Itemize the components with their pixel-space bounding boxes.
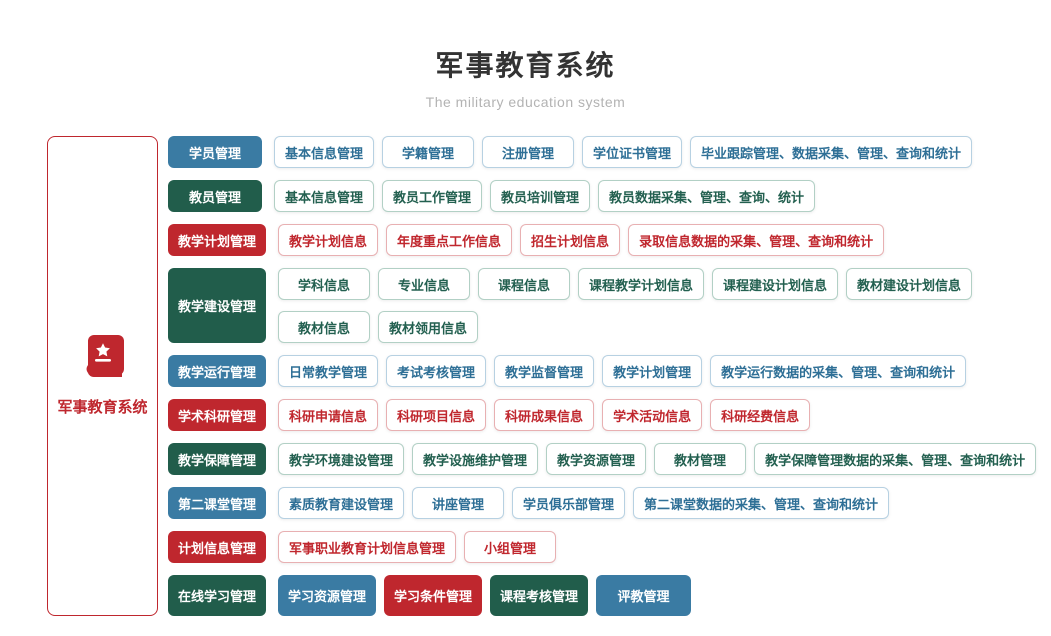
item-button[interactable]: 基本信息管理 — [274, 136, 375, 168]
item-button[interactable]: 第二课堂数据的采集、管理、查询和统计 — [633, 487, 890, 519]
item-button[interactable]: 教学计划管理 — [602, 355, 703, 387]
item-button[interactable]: 学习资源管理 — [278, 575, 377, 616]
item-button[interactable]: 学位证书管理 — [582, 136, 683, 168]
item-line: 军事职业教育计划信息管理小组管理 — [278, 531, 557, 563]
row-items: 素质教育建设管理讲座管理学员俱乐部管理第二课堂数据的采集、管理、查询和统计 — [278, 487, 890, 519]
item-button[interactable]: 教材管理 — [654, 443, 747, 475]
item-button[interactable]: 课程考核管理 — [490, 575, 589, 616]
item-button[interactable]: 教学资源管理 — [546, 443, 647, 475]
root-node-label: 军事教育系统 — [57, 399, 148, 416]
item-button[interactable]: 科研成果信息 — [494, 399, 595, 431]
item-line: 学习资源管理学习条件管理课程考核管理评教管理 — [278, 575, 692, 616]
item-line: 日常教学管理考试考核管理教学监督管理教学计划管理教学运行数据的采集、管理、查询和… — [278, 355, 967, 387]
category-button[interactable]: 学员管理 — [168, 136, 262, 168]
category-button[interactable]: 在线学习管理 — [168, 575, 267, 616]
item-button[interactable]: 录取信息数据的采集、管理、查询和统计 — [628, 224, 885, 256]
item-button[interactable]: 专业信息 — [378, 268, 471, 300]
row-items: 日常教学管理考试考核管理教学监督管理教学计划管理教学运行数据的采集、管理、查询和… — [278, 355, 967, 387]
item-line: 教学计划信息年度重点工作信息招生计划信息录取信息数据的采集、管理、查询和统计 — [278, 224, 885, 256]
item-button[interactable]: 教学计划信息 — [278, 224, 379, 256]
item-button[interactable]: 课程建设计划信息 — [712, 268, 839, 300]
system-row: 教学计划管理教学计划信息年度重点工作信息招生计划信息录取信息数据的采集、管理、查… — [168, 224, 1036, 256]
page-subtitle: The military education system — [425, 94, 626, 110]
category-button[interactable]: 教学计划管理 — [168, 224, 267, 256]
item-button[interactable]: 基本信息管理 — [274, 180, 375, 212]
system-row: 第二课堂管理素质教育建设管理讲座管理学员俱乐部管理第二课堂数据的采集、管理、查询… — [168, 487, 1036, 519]
item-button[interactable]: 毕业跟踪管理、数据采集、管理、查询和统计 — [690, 136, 973, 168]
item-button[interactable]: 教材信息 — [278, 311, 371, 343]
system-row: 在线学习管理学习资源管理学习条件管理课程考核管理评教管理 — [168, 575, 1036, 616]
item-button[interactable]: 课程教学计划信息 — [578, 268, 705, 300]
item-button[interactable]: 招生计划信息 — [520, 224, 621, 256]
row-items: 学习资源管理学习条件管理课程考核管理评教管理 — [278, 575, 692, 616]
item-button[interactable]: 评教管理 — [596, 575, 692, 616]
category-button[interactable]: 计划信息管理 — [168, 531, 267, 563]
item-button[interactable]: 教员数据采集、管理、查询、统计 — [598, 180, 816, 212]
page-title: 军事教育系统 — [435, 50, 616, 81]
system-row: 学员管理基本信息管理学籍管理注册管理学位证书管理毕业跟踪管理、数据采集、管理、查… — [168, 136, 1036, 168]
system-row: 学术科研管理科研申请信息科研项目信息科研成果信息学术活动信息科研经费信息 — [168, 399, 1036, 431]
item-button[interactable]: 军事职业教育计划信息管理 — [278, 531, 457, 563]
item-button[interactable]: 教学运行数据的采集、管理、查询和统计 — [710, 355, 967, 387]
category-button[interactable]: 教学运行管理 — [168, 355, 267, 387]
item-button[interactable]: 教学设施维护管理 — [412, 443, 539, 475]
row-items: 学科信息专业信息课程信息课程教学计划信息课程建设计划信息教材建设计划信息教材信息… — [278, 268, 973, 343]
book-star-icon — [80, 335, 126, 386]
row-items: 基本信息管理学籍管理注册管理学位证书管理毕业跟踪管理、数据采集、管理、查询和统计 — [274, 136, 973, 168]
item-button[interactable]: 日常教学管理 — [278, 355, 379, 387]
item-button[interactable]: 教学环境建设管理 — [278, 443, 405, 475]
root-node: 军事教育系统 — [47, 136, 158, 616]
item-button[interactable]: 教学监督管理 — [494, 355, 595, 387]
category-button[interactable]: 教员管理 — [168, 180, 262, 212]
system-row: 教学保障管理教学环境建设管理教学设施维护管理教学资源管理教材管理教学保障管理数据… — [168, 443, 1037, 475]
item-line: 教学环境建设管理教学设施维护管理教学资源管理教材管理教学保障管理数据的采集、管理… — [278, 443, 1037, 475]
item-button[interactable]: 讲座管理 — [412, 487, 505, 519]
system-diagram: 军事教育系统 学员管理基本信息管理学籍管理注册管理学位证书管理毕业跟踪管理、数据… — [47, 136, 1051, 616]
item-button[interactable]: 科研项目信息 — [386, 399, 487, 431]
item-line: 基本信息管理教员工作管理教员培训管理教员数据采集、管理、查询、统计 — [274, 180, 816, 212]
page-header: 军事教育系统 The military education system — [0, 0, 1051, 110]
item-button[interactable]: 注册管理 — [482, 136, 575, 168]
item-button[interactable]: 教员工作管理 — [382, 180, 483, 212]
item-line: 教材信息教材领用信息 — [278, 311, 972, 343]
row-items: 教学计划信息年度重点工作信息招生计划信息录取信息数据的采集、管理、查询和统计 — [278, 224, 885, 256]
row-items: 基本信息管理教员工作管理教员培训管理教员数据采集、管理、查询、统计 — [274, 180, 816, 212]
item-button[interactable]: 教材领用信息 — [378, 311, 479, 343]
category-button[interactable]: 第二课堂管理 — [168, 487, 267, 519]
item-button[interactable]: 科研申请信息 — [278, 399, 379, 431]
system-row: 教学建设管理学科信息专业信息课程信息课程教学计划信息课程建设计划信息教材建设计划… — [168, 268, 1036, 343]
item-button[interactable]: 学术活动信息 — [602, 399, 703, 431]
row-items: 教学环境建设管理教学设施维护管理教学资源管理教材管理教学保障管理数据的采集、管理… — [278, 443, 1037, 475]
row-items: 军事职业教育计划信息管理小组管理 — [278, 531, 557, 563]
item-button[interactable]: 教学保障管理数据的采集、管理、查询和统计 — [754, 443, 1037, 475]
item-line: 素质教育建设管理讲座管理学员俱乐部管理第二课堂数据的采集、管理、查询和统计 — [278, 487, 890, 519]
item-button[interactable]: 科研经费信息 — [710, 399, 811, 431]
row-items: 科研申请信息科研项目信息科研成果信息学术活动信息科研经费信息 — [278, 399, 811, 431]
item-button[interactable]: 教员培训管理 — [490, 180, 591, 212]
item-button[interactable]: 学习条件管理 — [384, 575, 483, 616]
item-line: 基本信息管理学籍管理注册管理学位证书管理毕业跟踪管理、数据采集、管理、查询和统计 — [274, 136, 973, 168]
category-button[interactable]: 学术科研管理 — [168, 399, 267, 431]
item-line: 学科信息专业信息课程信息课程教学计划信息课程建设计划信息教材建设计划信息 — [278, 268, 973, 300]
item-button[interactable]: 学科信息 — [278, 268, 371, 300]
item-button[interactable]: 学员俱乐部管理 — [512, 487, 626, 519]
item-line: 科研申请信息科研项目信息科研成果信息学术活动信息科研经费信息 — [278, 399, 811, 431]
system-row: 教学运行管理日常教学管理考试考核管理教学监督管理教学计划管理教学运行数据的采集、… — [168, 355, 1036, 387]
item-button[interactable]: 学籍管理 — [382, 136, 475, 168]
system-row: 计划信息管理军事职业教育计划信息管理小组管理 — [168, 531, 1036, 563]
item-button[interactable]: 教材建设计划信息 — [846, 268, 973, 300]
system-row: 教员管理基本信息管理教员工作管理教员培训管理教员数据采集、管理、查询、统计 — [168, 180, 1036, 212]
category-button[interactable]: 教学建设管理 — [168, 268, 267, 343]
rows: 学员管理基本信息管理学籍管理注册管理学位证书管理毕业跟踪管理、数据采集、管理、查… — [168, 136, 1037, 616]
item-button[interactable]: 课程信息 — [478, 268, 571, 300]
item-button[interactable]: 素质教育建设管理 — [278, 487, 405, 519]
category-button[interactable]: 教学保障管理 — [168, 443, 267, 475]
item-button[interactable]: 考试考核管理 — [386, 355, 487, 387]
item-button[interactable]: 年度重点工作信息 — [386, 224, 513, 256]
item-button[interactable]: 小组管理 — [464, 531, 557, 563]
